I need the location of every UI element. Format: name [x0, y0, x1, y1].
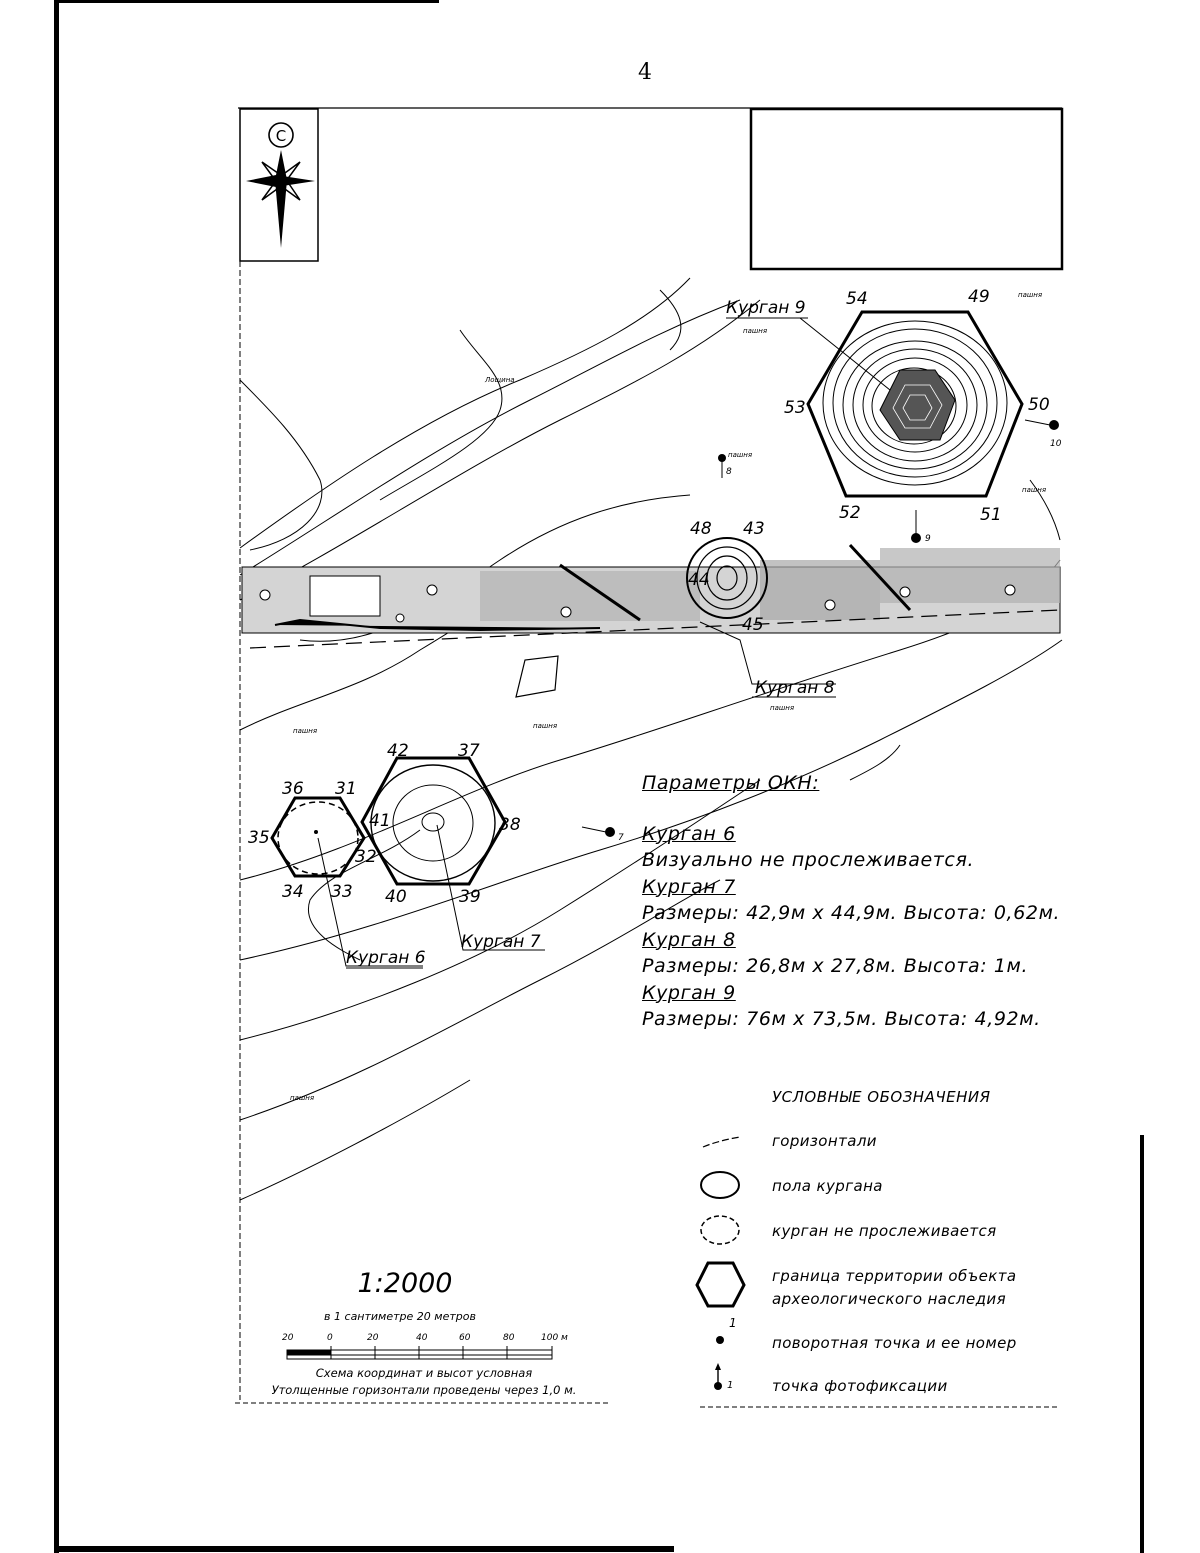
- photo-point-7: 7: [618, 833, 624, 843]
- label-land-5: пашня: [293, 727, 317, 735]
- legend-boundary-line1: граница территории объекта: [772, 1267, 1017, 1285]
- scale-tick: 60: [459, 1333, 471, 1343]
- legend-turn-point: поворотная точка и ее номер: [772, 1334, 1017, 1352]
- point-31: 31: [335, 779, 357, 799]
- label-land-3: пашня: [1022, 486, 1046, 494]
- label-kurgan-8: Курган 8: [755, 678, 835, 698]
- kurgan-6: [270, 796, 423, 967]
- point-53: 53: [784, 398, 806, 418]
- point-42: 42: [387, 741, 409, 761]
- legend-kurgan-not-traced: курган не прослеживается: [772, 1222, 997, 1240]
- point-51: 51: [980, 505, 1002, 525]
- scale-tick: 40: [416, 1333, 428, 1343]
- point-37: 37: [458, 741, 480, 761]
- point-40: 40: [385, 887, 407, 907]
- label-land-6: пашня: [533, 722, 557, 730]
- point-43: 43: [743, 519, 765, 539]
- point-50: 50: [1028, 395, 1050, 415]
- page-edge-bottom: [54, 1546, 674, 1552]
- params-kurgan-7-text: Размеры: 42,9м х 44,9м. Высота: 0,62м.: [642, 902, 1061, 924]
- scale-note-line2: Утолщенные горизонтали проведены через 1…: [271, 1383, 577, 1397]
- point-44: 44: [688, 570, 710, 590]
- params-kurgan-6-text: Визуально не прослеживается.: [642, 849, 975, 871]
- compass-north-letter: С: [276, 127, 286, 145]
- point-45: 45: [742, 615, 764, 635]
- page-number: 4: [638, 60, 652, 85]
- page-edge-top: [59, 0, 439, 3]
- scale-tick: 20: [367, 1333, 379, 1343]
- compass: С: [239, 108, 319, 262]
- legend-symbols: [695, 1136, 746, 1390]
- scale-ratio: 1:2000: [357, 1268, 453, 1299]
- photo-point-10: 10: [1050, 439, 1062, 449]
- label-land-1: пашня: [743, 327, 767, 335]
- point-32: 32: [355, 847, 377, 867]
- label-land-7: пашня: [770, 704, 794, 712]
- kurgan-9: [799, 310, 1059, 543]
- params-title: Параметры ОКН:: [642, 772, 820, 794]
- point-35: 35: [248, 828, 270, 848]
- scale-tick: 80: [503, 1333, 515, 1343]
- point-54: 54: [846, 289, 868, 309]
- scale-tick: 100 м: [541, 1333, 568, 1343]
- kurgan-7: [360, 756, 545, 951]
- params-kurgan-8-text: Размеры: 26,8м х 27,8м. Высота: 1м.: [642, 955, 1029, 977]
- params-kurgan-9-text: Размеры: 76м х 73,5м. Высота: 4,92м.: [642, 1008, 1041, 1030]
- scale-tick: 20: [282, 1333, 294, 1343]
- scale-tick: 0: [327, 1333, 333, 1343]
- scale-bar: [286, 1346, 553, 1360]
- label-gully: Лощина: [484, 376, 515, 384]
- point-38: 38: [499, 815, 521, 835]
- point-48: 48: [690, 519, 712, 539]
- point-33: 33: [331, 882, 353, 902]
- photo-point-9: 9: [925, 534, 931, 544]
- scale-note-line1: Схема координат и высот условная: [315, 1366, 533, 1380]
- point-49: 49: [968, 287, 990, 307]
- label-land-8: пашня: [290, 1094, 314, 1102]
- point-36: 36: [282, 779, 304, 799]
- scale-note: Схема координат и высот условная Утолщен…: [234, 1365, 614, 1399]
- params-kurgan-7-name: Курган 7: [642, 875, 736, 898]
- legend-title: УСЛОВНЫЕ ОБОЗНАЧЕНИЯ: [772, 1088, 991, 1106]
- label-land-4: пашня: [728, 451, 752, 459]
- params-kurgan-9-name: Курган 9: [642, 981, 736, 1004]
- point-41: 41: [369, 811, 391, 831]
- label-kurgan-7: Курган 7: [461, 932, 541, 952]
- legend-turn-point-number: 1: [729, 1316, 737, 1330]
- page-edge-left: [54, 0, 59, 1553]
- page-edge-right: [1140, 1135, 1144, 1553]
- legend-photo-point: точка фотофиксации: [772, 1377, 948, 1395]
- okn-parameters: Параметры ОКН: Курган 6 Визуально не про…: [642, 770, 1082, 1033]
- label-kurgan-9: Курган 9: [726, 298, 806, 318]
- scale-per-cm: в 1 сантиметре 20 метров: [324, 1310, 476, 1323]
- legend-contours: горизонтали: [772, 1132, 877, 1150]
- label-land-2: пашня: [1018, 291, 1042, 299]
- label-kurgan-6: Курган 6: [346, 948, 426, 968]
- legend-boundary-line2: археологического наследия: [772, 1290, 1006, 1308]
- legend-photo-point-number: 1: [727, 1380, 734, 1391]
- photo-point-8: 8: [726, 467, 732, 477]
- params-kurgan-6-name: Курган 6: [642, 822, 736, 845]
- kurgan-8: [686, 454, 836, 685]
- title-box: [749, 107, 1064, 271]
- legend-kurgan-floor: пола кургана: [772, 1177, 883, 1195]
- params-kurgan-8-name: Курган 8: [642, 928, 736, 951]
- point-34: 34: [282, 882, 304, 902]
- point-52: 52: [839, 503, 861, 523]
- point-39: 39: [459, 887, 481, 907]
- road-strip: [241, 543, 1061, 649]
